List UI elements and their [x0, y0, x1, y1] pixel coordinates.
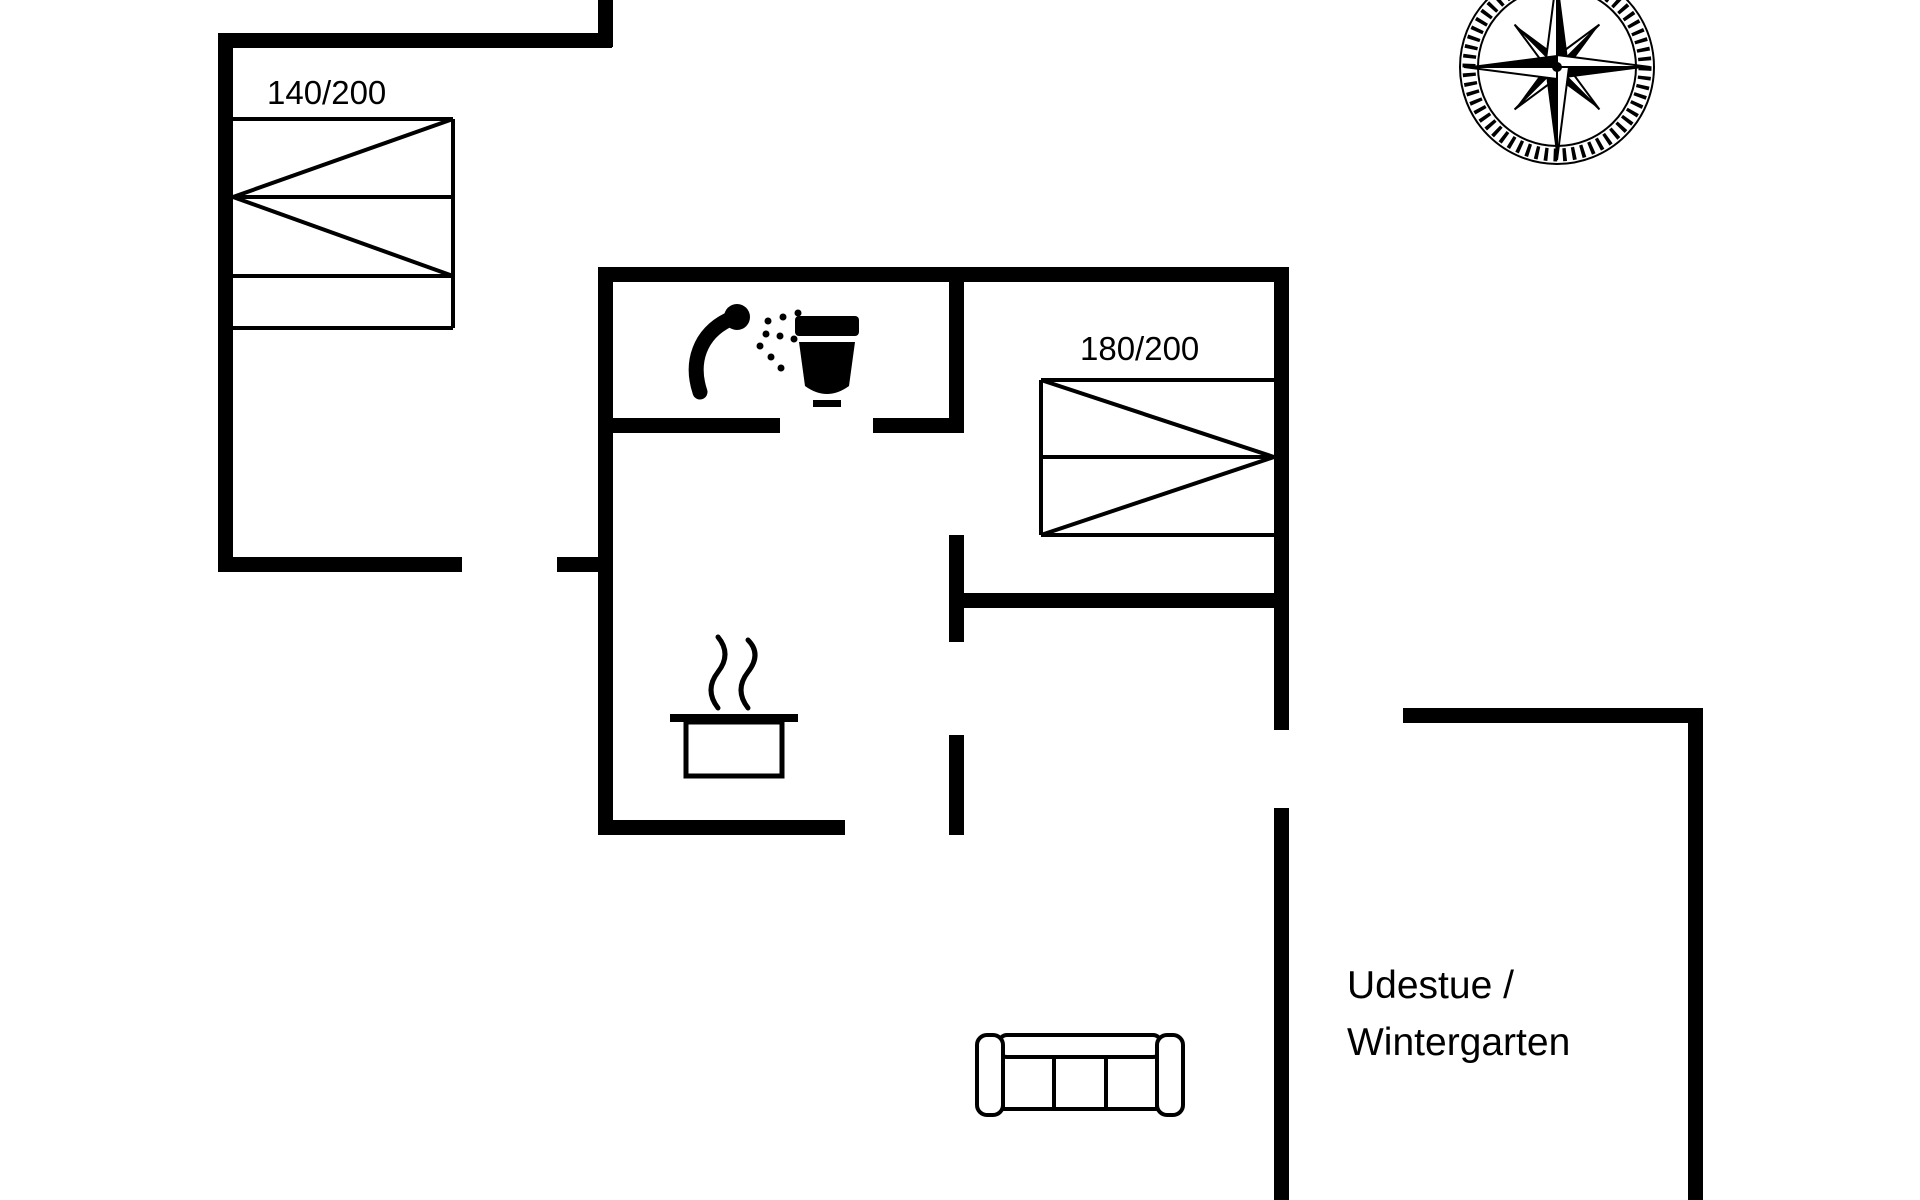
wall-segment [218, 33, 612, 48]
walls [218, 0, 1703, 1200]
wintergarten-room-label: Udestue / Wintergarten [1347, 958, 1570, 1071]
wall-segment [1688, 708, 1703, 1200]
wall-segment [949, 267, 964, 425]
wintergarten-room-label-line1: Udestue / [1347, 964, 1514, 1007]
wall-segment [598, 820, 845, 835]
toilet-icon [795, 316, 859, 407]
wall-segment [873, 418, 964, 433]
stove-pot-icon [670, 634, 798, 779]
double-bed-180-icon [1039, 378, 1275, 537]
wall-segment [1274, 267, 1289, 730]
wall-segment [1274, 808, 1289, 1200]
bed2-size-label: 180/200 [1080, 330, 1200, 367]
wall-segment [1403, 708, 1702, 723]
bed1-size-label: 140/200 [267, 74, 387, 111]
compass-rose-icon [1459, 0, 1655, 165]
double-bed-140-icon [232, 117, 455, 330]
wall-segment [218, 557, 462, 572]
wall-segment [598, 418, 780, 433]
wall-segment [949, 735, 964, 835]
wall-segment [218, 33, 233, 572]
shower-icon [688, 304, 802, 400]
sofa-icon [975, 1033, 1185, 1117]
wintergarten-room-label-line2: Wintergarten [1347, 1020, 1571, 1064]
wall-segment [949, 535, 964, 642]
wall-segment [598, 267, 1289, 282]
wall-segment [949, 593, 1288, 608]
wall-segment [598, 267, 613, 835]
